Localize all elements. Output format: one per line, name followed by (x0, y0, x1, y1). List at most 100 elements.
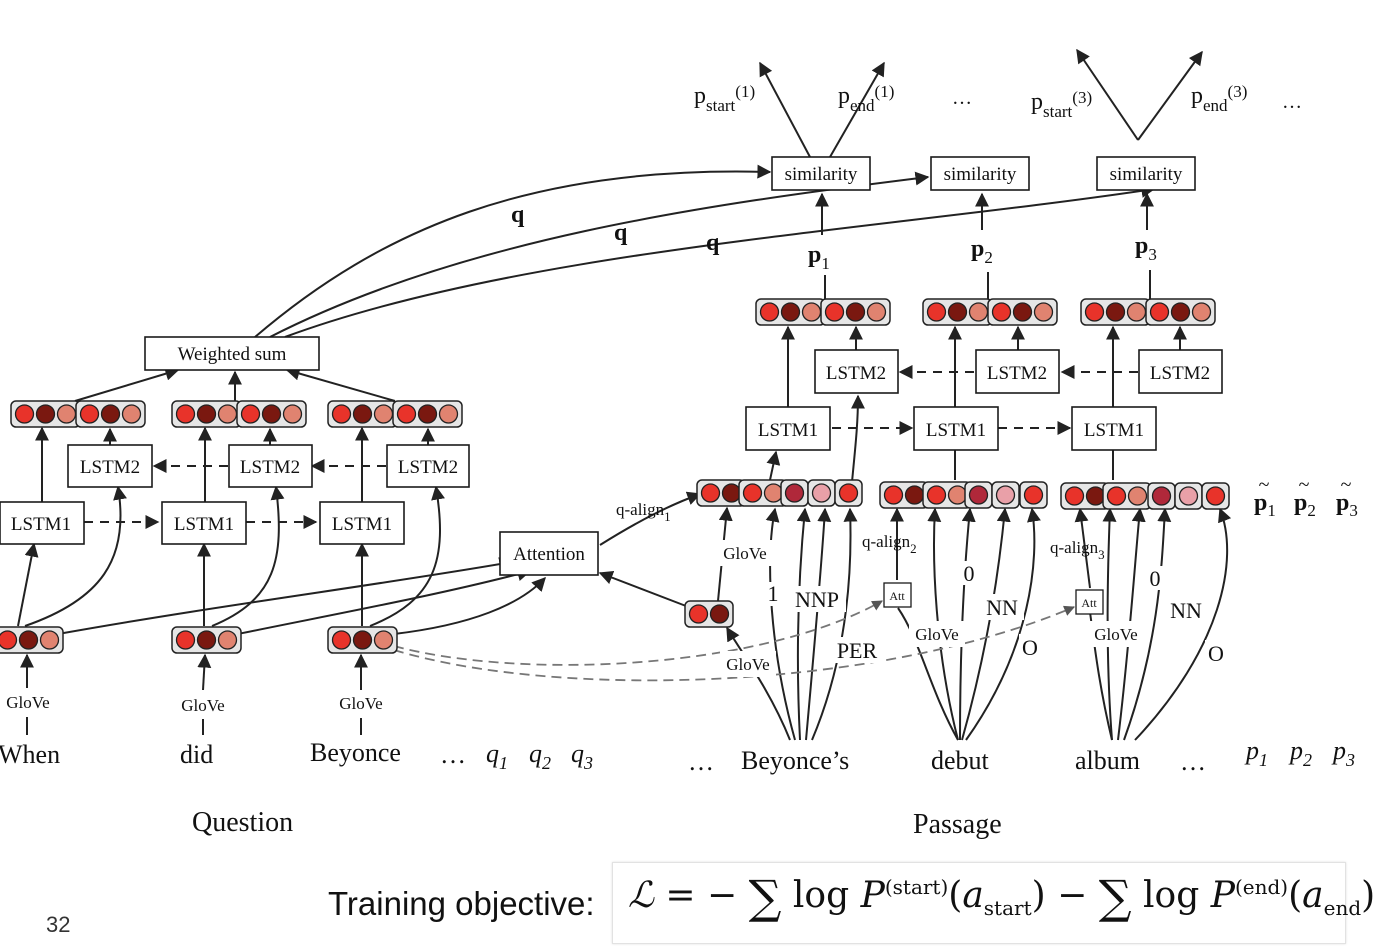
glove-label: GloVe (181, 696, 224, 715)
passage-feature-vector (696, 479, 746, 507)
vector-cell (1149, 302, 1170, 322)
vector-cell (79, 404, 100, 424)
question-lstm2-box-3: LSTM2 (386, 444, 470, 488)
passage-lstm1-box-2: LSTM1 (913, 406, 999, 451)
section-labels: Question Passage (192, 807, 1002, 840)
vector-cell (1106, 486, 1127, 506)
passage-lstm1-box-1: LSTM1 (745, 406, 831, 451)
vector-cell (175, 404, 196, 424)
exact-match-feature-label: 1 (768, 581, 779, 606)
svg-text:LSTM1: LSTM1 (174, 514, 234, 535)
q-align-labels: q-align1 q-align2 q-align3 (616, 500, 1105, 562)
loss-formula: ℒ = − ∑ log P(start)(astart) − ∑ log P(e… (628, 870, 1376, 924)
passage-feature-vector (738, 479, 788, 507)
vector-cell (1084, 302, 1105, 322)
svg-text:LSTM2: LSTM2 (1150, 363, 1210, 384)
passage-feature-vector (1147, 482, 1176, 510)
p2-label: p2 (971, 236, 993, 267)
vector-cell (1151, 486, 1172, 506)
pos-feature-label: NN (986, 595, 1018, 620)
vector-cell (947, 302, 968, 322)
passage-lstm2-box-3: LSTM2 (1138, 349, 1223, 394)
p-vector-labels: p1 p2 p3 (808, 233, 1157, 273)
passage-hidden-vector (987, 298, 1058, 326)
q-align-1-label: q-align1 (616, 500, 671, 524)
passage-feature-vector (991, 481, 1020, 509)
similarity-label: similarity (1110, 164, 1183, 185)
vector-cell (373, 404, 394, 424)
vector-cell (763, 483, 784, 503)
vector-cell (1012, 302, 1033, 322)
pos-feature-label: NN (1170, 598, 1202, 623)
question-word: did (180, 740, 213, 769)
passage-word: album (1075, 746, 1140, 775)
glove-label: GloVe (1094, 625, 1137, 644)
vector-cell (926, 302, 947, 322)
formula-box (612, 862, 1346, 944)
p3-label: p3 (1135, 233, 1157, 264)
question-hidden-vector (236, 400, 307, 428)
passage-hidden-vector (1145, 298, 1216, 326)
glove-label: GloVe (723, 544, 766, 563)
vector-cell (100, 404, 121, 424)
glove-label: GloVe (6, 693, 49, 712)
svg-text:~: ~ (1341, 474, 1352, 496)
q-label: q (706, 230, 720, 256)
glove-label: GloVe (339, 694, 382, 713)
question-hidden-vector (75, 400, 146, 428)
vector-cell (217, 630, 238, 650)
question-embedding-vector (0, 626, 64, 654)
glove-label: GloVe (726, 655, 769, 674)
vector-cell (824, 302, 845, 322)
question-hidden-vector (171, 400, 242, 428)
passage-hidden-vector (922, 298, 993, 326)
passage-word: Beyonce’s (741, 746, 849, 775)
q-align-3-label: q-align3 (1050, 538, 1105, 562)
vector-cell (175, 630, 196, 650)
passage-ellipsis: … (1180, 747, 1206, 776)
glove-labels: GloVe GloVe GloVe GloVe GloVe GloVe GloV… (0, 540, 1144, 717)
vector-cell (240, 404, 261, 424)
similarity-box-3: similarity (1096, 156, 1196, 191)
vector-cell (0, 630, 18, 650)
vector-cell (1064, 486, 1085, 506)
vector-cell (904, 485, 925, 505)
vector-cell (39, 630, 60, 650)
question-lstm1-box-3: LSTM1 (319, 501, 405, 545)
output-ellipsis-1: … (952, 87, 972, 109)
tilde-p-labels: ~ p1 ~ p2 ~ p3 (1254, 474, 1358, 520)
vector-cell (995, 485, 1016, 505)
vector-cell (968, 302, 989, 322)
svg-text:LSTM2: LSTM2 (398, 457, 458, 478)
vector-cell (331, 630, 352, 650)
question-words: When did Beyonce … q1 q2 q3 (0, 738, 593, 773)
vector-cell (883, 485, 904, 505)
passage-feature-vector (922, 481, 972, 509)
feature-labels: 1 NNP PER 0 NN O 0 NN O (766, 561, 1227, 666)
passage-feature-vector (1060, 482, 1110, 510)
svg-text:p3: p3 (1336, 490, 1358, 520)
vector-cell (1023, 485, 1044, 505)
passage-embedding-vector (684, 600, 734, 628)
question-lstm1-box-1: LSTM1 (0, 501, 85, 545)
training-objective-label: Training objective: (328, 885, 595, 922)
svg-text:LSTM1: LSTM1 (1084, 420, 1144, 441)
vector-cell (14, 404, 35, 424)
vector-cell (926, 485, 947, 505)
vector-cell (1127, 486, 1148, 506)
passage-lstm2-box-2: LSTM2 (975, 349, 1060, 394)
passage-feature-vector (1102, 482, 1152, 510)
vector-cell (866, 302, 887, 322)
vector-cell (373, 630, 394, 650)
att-box-3: Att (1075, 589, 1104, 615)
vector-cell (784, 483, 805, 503)
vector-cell (991, 302, 1012, 322)
passage-feature-vector (834, 479, 863, 507)
similarity-label: similarity (785, 164, 858, 185)
passage-feature-vector (1019, 481, 1048, 509)
svg-text:p1: p1 (1254, 490, 1276, 520)
passage-lstm1-box-3: LSTM1 (1071, 406, 1157, 451)
question-hidden-vector (10, 400, 81, 428)
question-hidden-vector (392, 400, 463, 428)
